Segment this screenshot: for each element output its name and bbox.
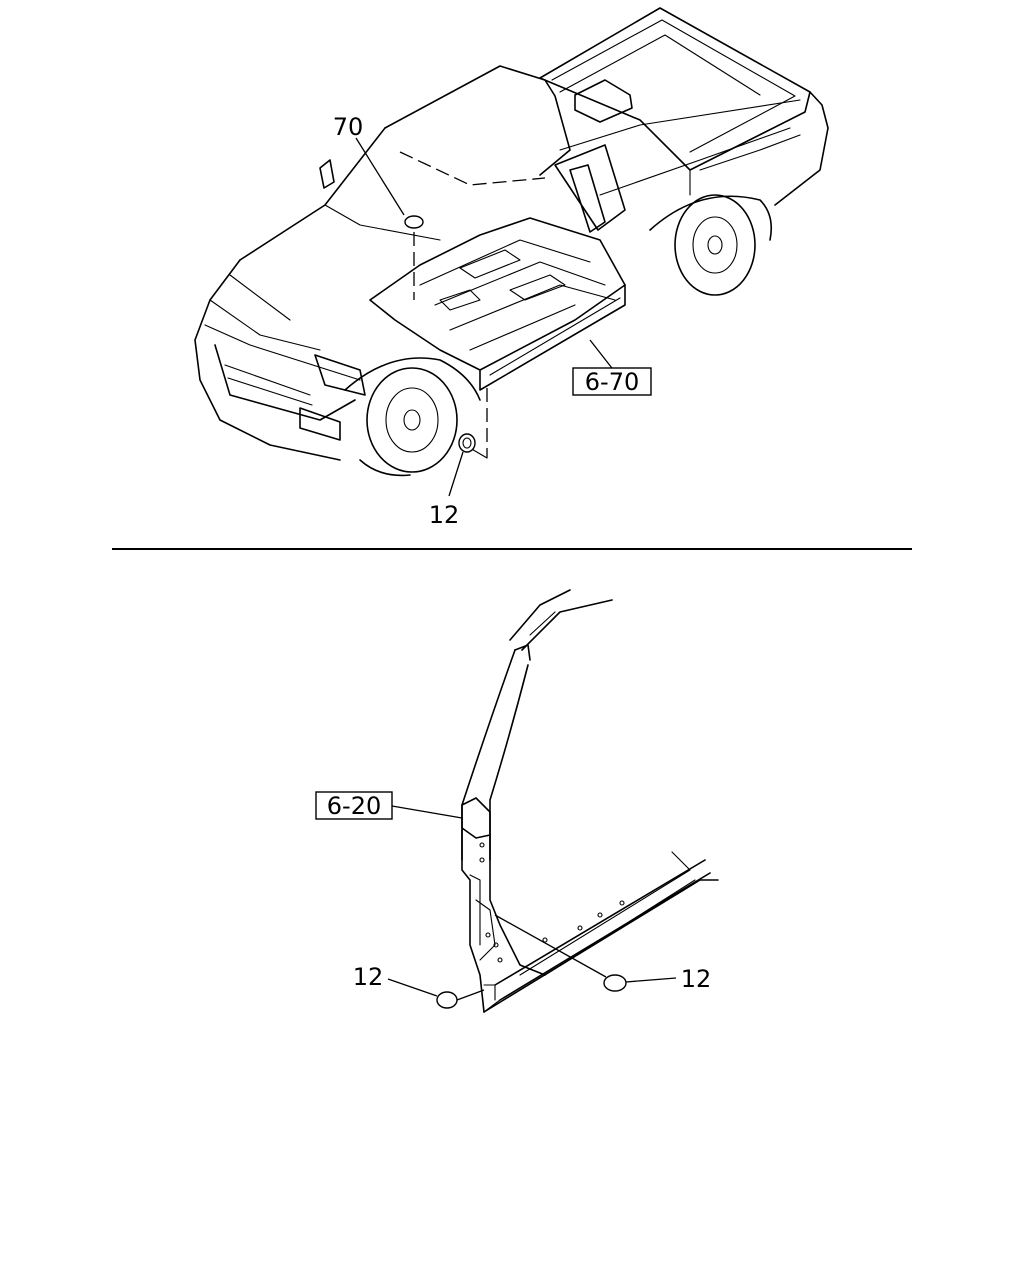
ref-label-6-70: 6-70 xyxy=(585,368,639,396)
part-12-plug-lower-right xyxy=(494,914,677,992)
ref-box-6-20[interactable]: 6-20 xyxy=(315,791,463,820)
callout-12-lower-right: 12 xyxy=(681,965,712,993)
callout-12-lower-left: 12 xyxy=(353,963,384,991)
part-12-plug-lower-left xyxy=(387,978,485,1009)
part-70-plug xyxy=(355,137,424,229)
part-12-grommet-upper xyxy=(448,433,476,497)
callout-70: 70 xyxy=(333,113,364,141)
ref-box-6-70[interactable]: 6-70 xyxy=(572,339,652,396)
truck-illustration xyxy=(194,7,829,477)
ref-label-6-20: 6-20 xyxy=(327,792,381,820)
pillar-illustration xyxy=(461,589,719,1013)
callout-12-upper: 12 xyxy=(429,501,460,529)
